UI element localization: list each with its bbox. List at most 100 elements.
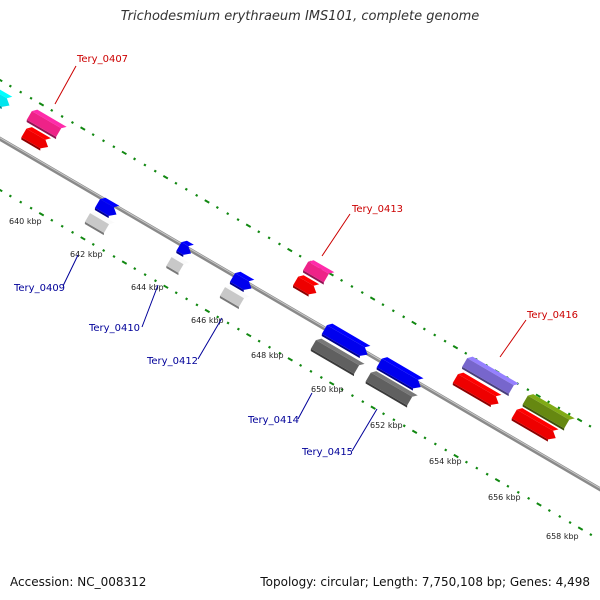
feature-tery-0414-blue[interactable]: [321, 322, 372, 361]
feature-olive-shadow: [522, 404, 565, 431]
gene-label-tery-0415[interactable]: Tery_0415: [301, 447, 353, 458]
feature-tery-0412-gray-shadow: [219, 295, 239, 310]
outer-track-tick: [360, 291, 364, 295]
outer-track-tick: [576, 417, 583, 423]
outer-track-tick: [29, 96, 33, 100]
feature-tery-0412-blue-front-face: [229, 273, 252, 290]
gene-label-tery-0416[interactable]: Tery_0416: [526, 310, 578, 321]
feature-tery-0416-purple-shadow: [462, 366, 509, 397]
feature-tery-0407-red[interactable]: [20, 125, 52, 153]
inner-track-tick: [577, 526, 584, 531]
feature-tery-0414-gray[interactable]: [310, 337, 365, 378]
outer-track-tick: [236, 218, 240, 222]
inner-track-tick: [319, 375, 323, 379]
feature-tery-0416-red-shadow: [452, 382, 491, 408]
inner-track-tick: [402, 424, 406, 428]
feature-tery-0415-gray[interactable]: [365, 369, 418, 409]
feature-tery-0409-gray-shadow: [84, 221, 104, 236]
outer-track-tick: [80, 126, 86, 131]
inner-track-tick: [143, 273, 147, 277]
inner-track-tick: [112, 255, 116, 259]
feature-tery-0410-blue-shadow: [176, 250, 184, 258]
gene-label-tery-0414[interactable]: Tery_0414: [247, 415, 299, 426]
feature-tery-0407-magenta-shadow: [26, 119, 57, 140]
leader-tery-0407: [54, 65, 77, 105]
feature-tery-0407-magenta[interactable]: [26, 108, 67, 141]
outer-track-tick: [50, 108, 54, 112]
genome-backbone: [0, 136, 600, 492]
gene-label-tery-0412[interactable]: Tery_0412: [146, 356, 198, 367]
genome-backbone-highlight: [0, 137, 600, 489]
feature-tery-0410-blue[interactable]: [175, 239, 195, 260]
inner-track-tick: [246, 332, 252, 338]
inner-track-tick: [102, 248, 106, 252]
feature-cyan-front-face: [0, 90, 10, 107]
feature-tery-0410-gray[interactable]: [165, 254, 190, 277]
feature-tery-0407-magenta-top-face: [31, 109, 67, 129]
inner-track-tick: [236, 327, 240, 331]
feature-tery-0414-gray-top-face: [315, 338, 365, 366]
outer-track-tick: [133, 157, 137, 161]
feature-tery-0414-blue-top-face: [326, 323, 371, 348]
feature-tery-0409-blue[interactable]: [94, 196, 121, 221]
feature-tery-0409-gray[interactable]: [84, 210, 115, 237]
feature-tery-0416-red[interactable]: [452, 371, 503, 410]
outer-track-tick: [588, 424, 592, 428]
outer-track-tick: [101, 139, 106, 143]
feature-tery-0409-blue-front-face: [94, 199, 117, 216]
leader-tery-0410: [141, 284, 159, 328]
kbp-label-642: 642 kbp: [70, 250, 103, 259]
inner-track-tick: [8, 194, 12, 198]
inner-track-tick: [0, 188, 3, 193]
inner-track-tick: [91, 242, 95, 246]
feature-tery-0407-red-top-face: [26, 127, 51, 140]
feature-tery-0413-red-top-face: [298, 275, 320, 286]
inner-track-tick: [444, 448, 448, 452]
gene-label-tery-0413[interactable]: Tery_0413: [351, 204, 403, 215]
inner-track-tick: [411, 429, 418, 435]
gene-label-tery-0407[interactable]: Tery_0407: [76, 54, 128, 65]
feature-tery-0412-blue[interactable]: [229, 270, 256, 295]
inner-track-tick: [536, 502, 542, 507]
feature-tery-0410-gray-top-face: [171, 255, 190, 265]
feature-olive[interactable]: [522, 392, 575, 432]
feature-tery-0412-gray[interactable]: [219, 284, 250, 311]
kbp-label-654: 654 kbp: [429, 457, 462, 466]
feature-tery-0415-blue-top-face: [381, 357, 424, 380]
topology-text: Topology: circular; Length: 7,750,108 bp…: [260, 575, 590, 589]
outer-track-tick: [143, 163, 147, 167]
kbp-label-656: 656 kbp: [488, 493, 521, 502]
kbp-label-640: 640 kbp: [9, 217, 42, 226]
inner-track-tick: [71, 230, 75, 234]
feature-cyan[interactable]: [0, 87, 14, 112]
gene-label-tery-0410[interactable]: Tery_0410: [88, 323, 140, 334]
outer-track-tick: [215, 206, 219, 210]
gene-label-tery-0409[interactable]: Tery_0409: [13, 283, 65, 294]
inner-track-tick: [216, 315, 220, 319]
outer-track-tick: [526, 388, 530, 392]
feature-tery-0415-gray-shadow: [365, 381, 408, 408]
inner-track-tick: [494, 478, 501, 483]
feature-tery-0407-red-shadow: [21, 137, 41, 151]
inner-track-tick: [328, 381, 335, 386]
outer-track-tick: [226, 212, 230, 216]
feature-red-right-front-face: [511, 409, 556, 440]
feature-tery-0413-red[interactable]: [292, 273, 321, 299]
feature-tery-0416-purple[interactable]: [461, 355, 520, 398]
inner-track-tick: [195, 303, 199, 307]
feature-tery-0416-red-front-face: [452, 374, 499, 405]
outer-track-tick: [350, 284, 354, 288]
inner-track-tick: [267, 345, 272, 349]
kbp-label-658: 658 kbp: [546, 532, 579, 541]
feature-tery-0413-magenta[interactable]: [302, 258, 335, 286]
feature-red-right[interactable]: [511, 406, 561, 444]
feature-tery-0416-purple-front-face: [462, 358, 514, 394]
inner-track-tick: [527, 496, 531, 500]
feature-tery-0415-blue[interactable]: [376, 355, 426, 393]
feature-tery-0415-gray-front-face: [365, 372, 413, 406]
inner-track-tick: [485, 472, 489, 476]
feature-tery-0416-red-top-face: [457, 372, 502, 397]
gene-features: [0, 87, 575, 444]
